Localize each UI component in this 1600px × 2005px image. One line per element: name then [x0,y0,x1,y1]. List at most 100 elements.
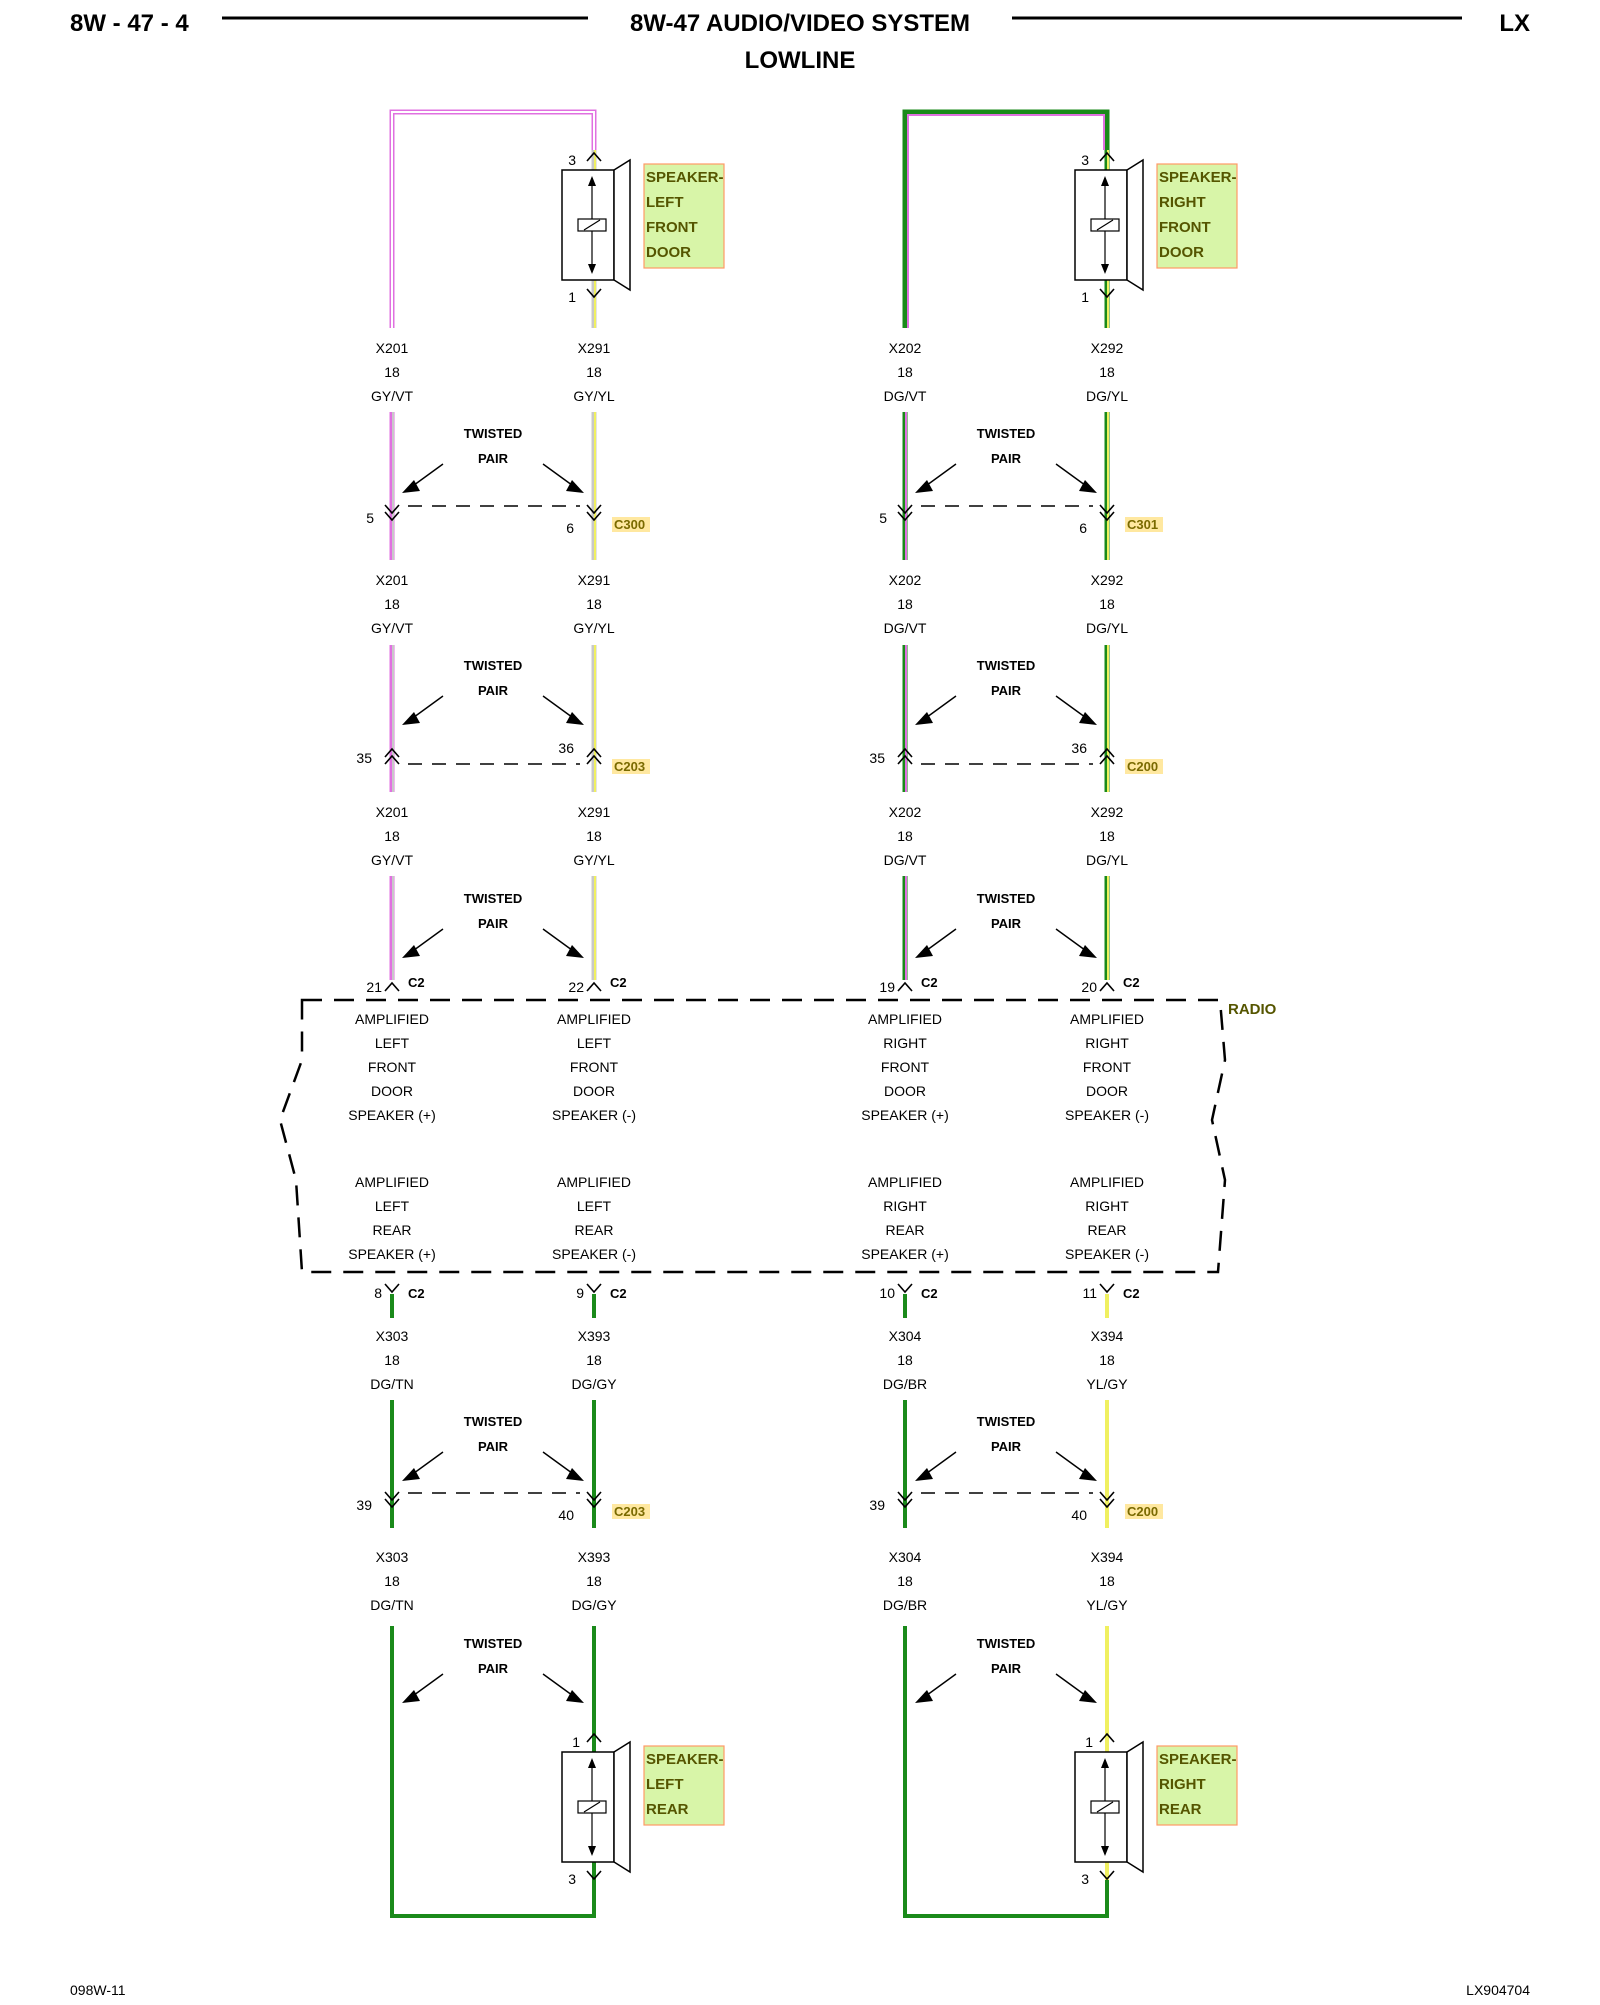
pin-number: 39 [356,1497,372,1513]
wire-label-x303-0: X303 [376,1328,409,1344]
radio-function-text: SPEAKER (+) [861,1246,949,1262]
connector-c2-label: C2 [921,1286,938,1301]
connector-pin-icon [897,754,913,765]
twisted-pair-label: PAIR [991,916,1022,931]
wire-label-x292-2: DG/YL [1086,388,1128,404]
pin-number: 21 [366,979,382,995]
wire-label-x394-1: 18 [1099,1573,1115,1589]
twisted-pair-label: TWISTED [977,1414,1036,1429]
speaker-right-front-label: DOOR [1159,244,1204,261]
speaker-right-front-label: SPEAKER- [1159,169,1237,186]
wire-label-x202-1: 18 [897,364,913,380]
radio-function-text: RIGHT [883,1198,927,1214]
connector-pin-icon [384,747,400,758]
wire-label-x291-0: X291 [578,572,611,588]
twisted-pair-label: TWISTED [464,1414,523,1429]
wire-label-x291-0: X291 [578,340,611,356]
connector-pin-icon [1099,747,1115,758]
radio-function-text: SPEAKER (-) [1065,1107,1149,1123]
speaker-left-front-coil-slash [583,219,601,231]
connector-pin-icon [586,1283,602,1294]
connector-c2-label: C2 [921,975,938,990]
radio-function-text: REAR [1088,1222,1127,1238]
wire-label-x201-2: GY/VT [371,388,413,404]
pin-number: 5 [366,510,374,526]
twisted-pair-arrowhead [566,480,584,493]
twisted-pair-label: TWISTED [977,1636,1036,1651]
connector-c200: C200 [1127,1504,1158,1519]
speaker-left-front-label: FRONT [646,219,698,236]
speaker-right-front-coil-slash [1096,219,1114,231]
speaker-left-rear-cone [613,1740,631,1874]
connector-pin-icon [1099,1498,1115,1509]
speaker-right-rear-coil-slash [1096,1801,1114,1813]
speaker-left-front-label: DOOR [646,244,691,261]
connector-pin-icon [586,288,602,299]
speaker-right-front-coil-arrow [1101,264,1109,274]
radio-module-outline [278,998,1227,1274]
wire-label-x393-2: DG/GY [571,1376,617,1392]
radio-function-text: AMPLIFIED [355,1174,429,1190]
connector-pin-icon [586,1870,602,1881]
connector-c300-highlight [612,517,650,532]
pin-number: 1 [1085,1734,1093,1750]
radio-function-text: RIGHT [883,1035,927,1051]
pin-number: 3 [568,152,576,168]
wire-label-x393-1: 18 [586,1573,602,1589]
connector-pin-icon [897,981,913,992]
connector-pin-icon [586,1732,602,1743]
wire-label-x292-1: 18 [1099,596,1115,612]
connector-pin-icon [1099,1732,1115,1743]
connector-pin-icon [586,504,602,515]
connector-pin-icon [897,504,913,515]
radio-function-text: FRONT [881,1059,930,1075]
wire-label-x393-1: 18 [586,1352,602,1368]
twisted-pair-label: PAIR [991,683,1022,698]
pin-number: 5 [879,510,887,526]
connector-pin-icon [897,1491,913,1502]
page-title: 8W-47 AUDIO/VIDEO SYSTEM [630,10,970,37]
wire-label-x292-0: X292 [1091,572,1124,588]
pin-number: 10 [879,1285,895,1301]
wire-label-x291-0: X291 [578,804,611,820]
speaker-left-rear-label: LEFT [646,1776,684,1793]
radio-function-text: DOOR [371,1083,413,1099]
wire-label-x291-2: GY/YL [573,388,614,404]
wire-label-x201-1: 18 [384,596,400,612]
wire-label-x202-2: DG/VT [884,852,927,868]
twisted-pair-label: TWISTED [464,426,523,441]
pin-number: 1 [572,1734,580,1750]
wire-label-x303-0: X303 [376,1549,409,1565]
radio-function-text: DOOR [1086,1083,1128,1099]
wire-label-x292-0: X292 [1091,340,1124,356]
wire-label-x202-0: X202 [889,340,922,356]
wire-label-x201-0: X201 [376,804,409,820]
connector-pin-icon [586,1498,602,1509]
loop-left-rear [390,1626,596,1918]
wire-label-x303-2: DG/TN [370,1597,414,1613]
wire-label-x202-0: X202 [889,804,922,820]
page-number: 8W - 47 - 4 [70,10,189,37]
speaker-left-front-coil-arrow [588,176,596,186]
connector-pin-icon [897,1283,913,1294]
twisted-pair-label: PAIR [478,916,509,931]
wire-label-x201-0: X201 [376,340,409,356]
twisted-pair-arrowhead [566,1690,584,1703]
pin-number: 35 [869,750,885,766]
connector-c2-label: C2 [610,975,627,990]
radio-function-text: SPEAKER (-) [1065,1246,1149,1262]
pin-number: 3 [1081,152,1089,168]
wire-label-x304-2: DG/BR [883,1376,927,1392]
wire-label-x201-1: 18 [384,828,400,844]
loop-right-front [902,109,1110,328]
connector-c301: C301 [1127,517,1158,532]
connector-pin-icon [586,754,602,765]
connector-pin-icon [1099,981,1115,992]
twisted-pair-label: TWISTED [977,891,1036,906]
wire-label-x304-2: DG/BR [883,1597,927,1613]
radio-function-text: AMPLIFIED [557,1011,631,1027]
connector-pin-icon [384,504,400,515]
twisted-pair-arrowhead [915,712,933,725]
wire-label-x304-0: X304 [889,1328,922,1344]
wire-label-x202-0: X202 [889,572,922,588]
